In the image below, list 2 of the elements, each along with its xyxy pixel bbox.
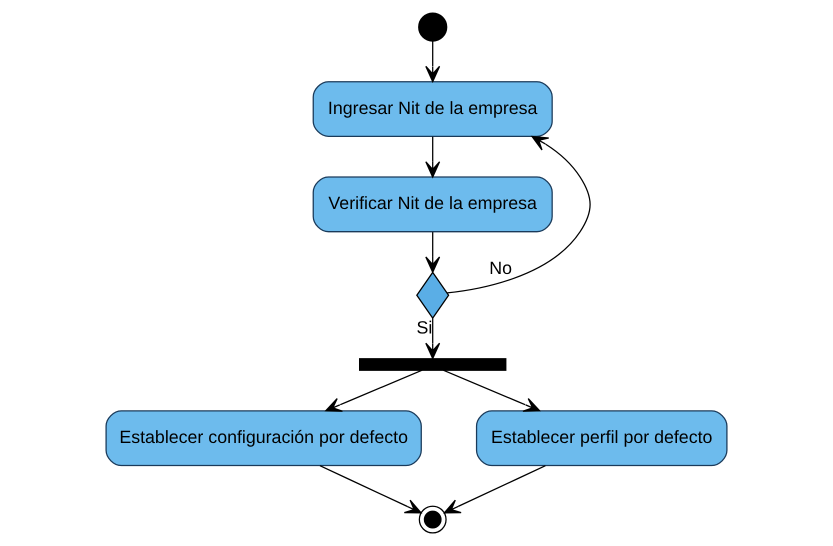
edge-label: No	[489, 258, 512, 278]
edge-label: Si	[416, 318, 432, 338]
